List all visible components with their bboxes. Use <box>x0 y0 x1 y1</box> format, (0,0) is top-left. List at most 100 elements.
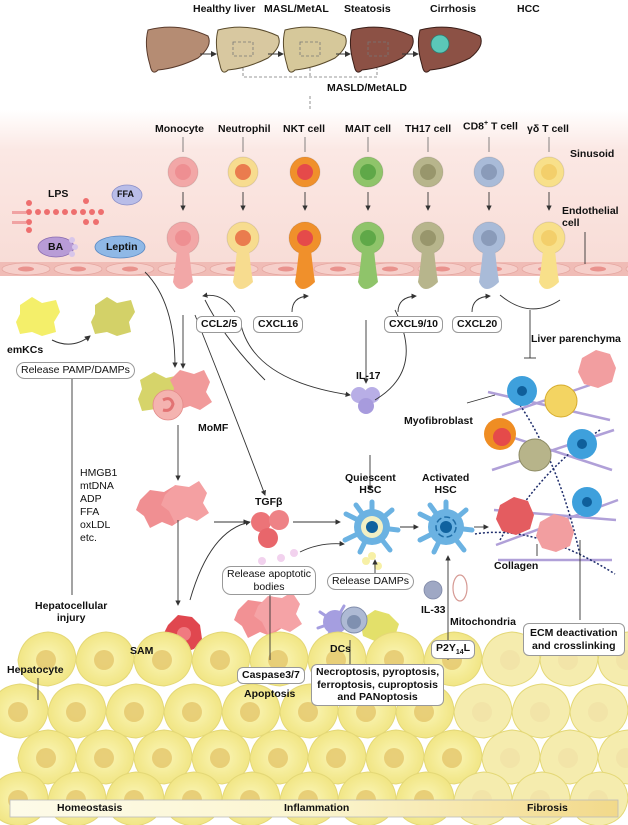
hepatocyte-nucleus <box>326 748 346 768</box>
cell-label-nkt: NKT cell <box>283 123 326 135</box>
timeline-bar <box>9 799 619 818</box>
neutrophil-transmigrating <box>233 250 253 289</box>
liver-masl <box>215 26 280 73</box>
hepatocyte-label: Hepatocyte <box>7 664 64 676</box>
lps-molecule <box>12 198 104 233</box>
endothelial-nucleus <box>122 266 138 272</box>
th17-cell-nucleus <box>420 164 436 180</box>
momf-label: MoMF <box>198 422 229 434</box>
timeline-fibrosis: Fibrosis <box>527 802 568 814</box>
hepatocyte-nucleus <box>36 748 56 768</box>
liver-healthy <box>145 26 210 73</box>
release-apoptotic-box: Release apoptotic bodies <box>222 566 317 596</box>
hepatocyte-nucleus <box>472 702 492 722</box>
mitochondria-label: Mitochondria <box>450 616 516 628</box>
th17-cell-nucleus <box>420 230 436 246</box>
sam-label: SAM <box>130 645 154 657</box>
liver-parenchyma-label: Liver parenchyma <box>531 333 621 345</box>
timeline-inflammation: Inflammation <box>284 802 350 814</box>
sinusoid-label: Sinusoid <box>570 148 615 160</box>
cd8-text: CD8 <box>463 120 485 133</box>
death-modes-box: Necroptosis, pyroptosis, ferroptosis, cu… <box>311 664 445 706</box>
monocyte-transmigrating <box>173 250 193 289</box>
ffa-molecule <box>111 184 143 206</box>
mitochondria-icon <box>452 574 468 602</box>
chemokine-cxcl910: CXCL9/10 <box>384 316 444 333</box>
chemokine-ccl25: CCL2/5 <box>196 316 243 333</box>
hepatocyte-nucleus <box>500 650 520 670</box>
mait-cell-nucleus <box>360 164 376 180</box>
liver-cirrhosis <box>349 26 414 73</box>
fibrotic-tissue <box>474 350 619 575</box>
activated-hsc-cell <box>417 499 475 555</box>
release-apoptotic-line2: bodies <box>253 580 285 593</box>
injury-line1: Hepatocellular <box>35 600 108 612</box>
cd8-suffix: T cell <box>488 120 518 133</box>
quiescent-hsc-cell <box>342 499 401 570</box>
release-pamp-box: Release PAMP/DAMPs <box>16 362 135 379</box>
emkcs-label: emKCs <box>7 344 44 356</box>
monocyte-nucleus <box>175 230 191 246</box>
ffa-label: FFA <box>117 189 134 199</box>
hepatocyte-nucleus <box>66 702 86 722</box>
mait-cell-nucleus <box>360 230 376 246</box>
hepatocyte-nucleus <box>94 748 114 768</box>
damp-list: HMGB1 mtDNA ADP FFA oxLDL etc. <box>80 467 117 545</box>
hepatocyte-nucleus <box>414 702 434 722</box>
cd8-t-cell-nucleus <box>481 230 497 246</box>
hepatocyte-nucleus <box>152 748 172 768</box>
stage-label-healthy: Healthy liver <box>193 3 256 15</box>
stage-label-hcc: HCC <box>517 3 540 15</box>
hepatocyte-nucleus <box>530 702 550 722</box>
endothelial-nucleus <box>382 266 398 272</box>
macrophage-pair <box>136 481 209 528</box>
chemokine-cxcl16: CXCL16 <box>253 316 304 333</box>
cd8-t-cell-transmigrating <box>479 250 499 289</box>
liver-hcc <box>417 26 482 73</box>
stage-label-masl: MASL/MetAL <box>264 3 329 15</box>
neutrophil-nucleus <box>235 164 251 180</box>
timeline-homeostasis: Homeostasis <box>57 802 123 814</box>
tgfb-label: TGFβ <box>255 496 283 508</box>
damp-item: FFA <box>80 506 100 518</box>
cell-label-monocyte: Monocyte <box>155 123 205 135</box>
ecm-box: ECM deactivation and crosslinking <box>523 623 625 657</box>
hepatocyte-nucleus <box>268 650 288 670</box>
hepatocyte-nucleus <box>182 702 202 722</box>
masld-group-label: MASLD/MetALD <box>327 82 407 94</box>
dcs-label: DCs <box>330 643 352 655</box>
cell-label-mait: MAIT cell <box>345 123 392 135</box>
lps-label: LPS <box>48 188 69 200</box>
myofibroblast-label: Myofibroblast <box>404 415 473 427</box>
gd-t-cell-nucleus <box>541 164 557 180</box>
hepatocyte-nucleus <box>442 748 462 768</box>
ecm-line2: and crosslinking <box>532 639 616 652</box>
hepatocyte-nucleus <box>588 702 608 722</box>
endothelial-nucleus <box>278 266 294 272</box>
hepatocyte-nucleus <box>240 702 260 722</box>
hepatocyte-nucleus <box>268 748 288 768</box>
activated-hsc-label: Activated HSC <box>422 472 469 496</box>
damp-item: oxLDL <box>80 519 111 531</box>
cd8-sup: + <box>484 120 489 127</box>
quiescent-hsc-label: Quiescent HSC <box>345 472 396 496</box>
gd-t-cell-transmigrating <box>539 250 559 289</box>
quiescent-hsc-line1: Quiescent <box>345 472 396 484</box>
leptin-molecule <box>94 235 146 259</box>
p2y-suffix: L <box>463 642 471 654</box>
il33-label: IL-33 <box>421 604 446 616</box>
nkt-cell-transmigrating <box>295 250 315 289</box>
hepatocellular-injury-label: Hepatocellular injury <box>35 600 107 624</box>
hepatocyte-nucleus <box>36 650 56 670</box>
gd-t-cell-nucleus <box>541 230 557 246</box>
p2y-text: P2Y <box>436 642 456 654</box>
hepatocyte-nucleus <box>94 650 114 670</box>
endothelial-nucleus <box>330 266 346 272</box>
hcc-tumor <box>430 34 450 54</box>
hepatocyte-nucleus <box>616 748 628 768</box>
liver-steatosis <box>282 26 347 73</box>
cd8-t-cell-nucleus <box>481 164 497 180</box>
damp-item: mtDNA <box>80 480 114 492</box>
cell-label-cd8: CD8+ T cell <box>463 120 518 133</box>
hepatocyte-nucleus <box>356 702 376 722</box>
